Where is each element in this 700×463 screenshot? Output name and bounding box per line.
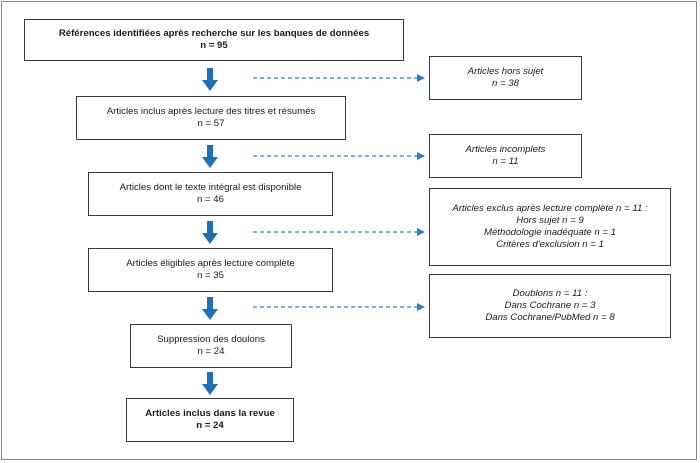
exclusion-box-off-topic: Articles hors sujet n = 38	[429, 56, 582, 100]
down-arrow-4	[202, 297, 218, 320]
exclusion-line: Articles exclus après lecture complète n…	[452, 203, 648, 214]
exclusion-line: Critères d'exclusion n = 1	[496, 239, 604, 250]
step-box-deduplication: Suppression des doulons n = 24	[130, 324, 292, 368]
down-arrow-5	[202, 372, 218, 395]
step-count: n = 46	[197, 194, 224, 205]
step-title: Articles inclus après lecture des titres…	[106, 106, 316, 117]
step-count: n = 24	[196, 420, 224, 431]
exclusion-box-duplicates: Doublons n = 11 : Dans Cochrane n = 3 Da…	[429, 274, 671, 338]
down-arrow-3	[202, 221, 218, 244]
exclusion-line: Dans Cochrane n = 3	[504, 300, 596, 311]
step-count: n = 24	[197, 346, 225, 357]
exclusion-box-full-reading: Articles exclus après lecture complète n…	[429, 188, 671, 266]
down-arrow-2	[202, 145, 218, 168]
step-title: Articles dont le texte intégral est disp…	[119, 182, 302, 193]
step-box-eligible: Articles éligibles après lecture complèt…	[88, 248, 333, 292]
down-arrow-1	[202, 68, 218, 91]
step-box-identified: Références identifiées après recherche s…	[24, 19, 404, 61]
step-title: Articles inclus dans la revue	[145, 408, 275, 419]
exclusion-line: Dans Cochrane/PubMed n = 8	[485, 312, 615, 323]
step-count: n = 57	[197, 118, 225, 129]
exclusion-box-incomplete: Articles incomplets n = 11	[429, 134, 582, 178]
exclusion-line: Doublons n = 11 :	[512, 288, 588, 299]
step-count: n = 35	[197, 270, 224, 281]
exclusion-line: Articles incomplets	[465, 144, 546, 155]
exclusion-line: Méthodologie inadéquate n = 1	[483, 227, 617, 238]
exclusion-line: n = 38	[492, 78, 519, 89]
step-box-included: Articles inclus dans la revue n = 24	[126, 398, 294, 442]
step-count: n = 95	[200, 40, 228, 51]
step-box-title-abstract: Articles inclus après lecture des titres…	[76, 96, 346, 140]
exclusion-line: n = 11	[492, 156, 519, 167]
step-box-full-text: Articles dont le texte intégral est disp…	[88, 172, 333, 216]
exclusion-line: Hors sujet n = 9	[516, 215, 584, 226]
step-title: Suppression des doulons	[157, 334, 265, 345]
exclusion-line: Articles hors sujet	[467, 66, 544, 77]
step-title: Références identifiées après recherche s…	[58, 28, 370, 39]
step-title: Articles éligibles après lecture complèt…	[126, 258, 295, 269]
